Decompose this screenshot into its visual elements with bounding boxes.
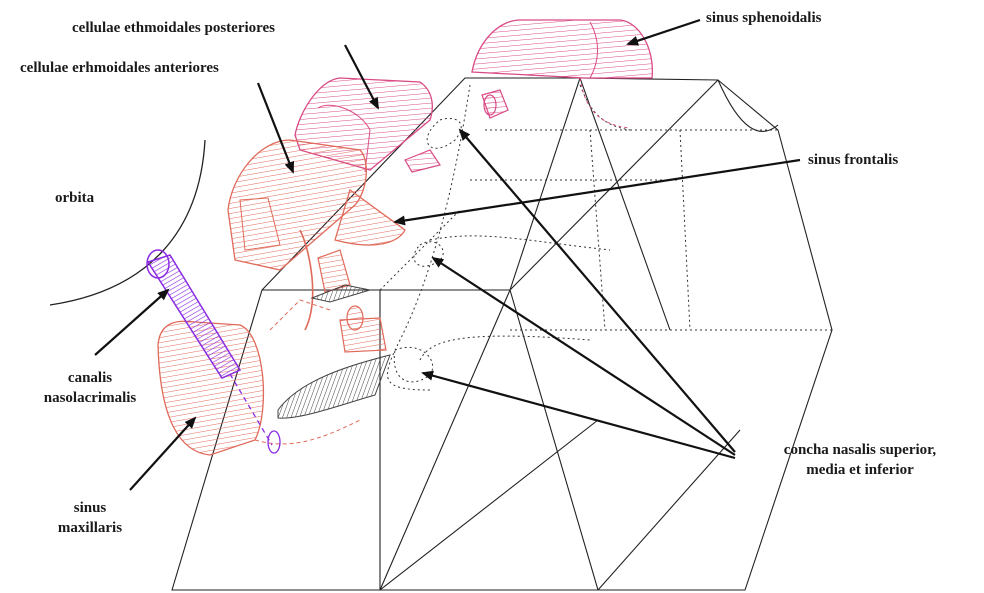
conchae-shapes bbox=[277, 284, 391, 419]
label-sinus-maxillaris: sinus maxillaris bbox=[30, 498, 150, 538]
arrow-concha-superior bbox=[458, 128, 736, 453]
hidden-lines bbox=[379, 84, 832, 391]
label-sinus-sphenoidalis: sinus sphenoidalis bbox=[706, 10, 822, 26]
arrow-canalis bbox=[94, 288, 170, 356]
sinus-maxillaris-shape bbox=[157, 299, 361, 456]
label-maxillaris-line2: maxillaris bbox=[57, 520, 123, 536]
label-canalis-line2: nasolacrimalis bbox=[43, 390, 137, 406]
label-concha-line1: concha nasalis superior, bbox=[783, 442, 937, 458]
canalis-nasolacrimalis-shape bbox=[146, 249, 281, 454]
arrow-ethmoid-posterior bbox=[344, 44, 379, 110]
label-orbita: orbita bbox=[55, 190, 95, 206]
label-ethmoid-posterior: cellulae ethmoidales posteriores bbox=[72, 20, 276, 36]
arrow-frontal bbox=[393, 158, 801, 226]
ostia bbox=[317, 89, 509, 353]
orbita-outline bbox=[49, 139, 206, 306]
label-canalis-line1: canalis bbox=[67, 370, 113, 386]
sinus-sphenoidalis-shape bbox=[471, 19, 654, 129]
label-concha-line2: media et inferior bbox=[806, 462, 914, 478]
label-sinus-frontalis: sinus frontalis bbox=[808, 152, 899, 168]
arrow-concha-inferior bbox=[421, 370, 736, 460]
arrow-maxillaris bbox=[129, 416, 197, 491]
label-maxillaris-line1: sinus bbox=[73, 500, 107, 516]
arrow-sphenoid bbox=[626, 18, 701, 46]
arrow-concha-media bbox=[431, 256, 736, 456]
leader-arrows bbox=[94, 18, 801, 491]
label-ethmoid-anterior: cellulae erhmoidales anteriores bbox=[20, 60, 219, 76]
arrow-ethmoid-anterior bbox=[256, 82, 295, 174]
sinus-frontalis-shape bbox=[299, 188, 406, 331]
label-concha-nasalis: concha nasalis superior, media et inferi… bbox=[740, 440, 980, 480]
label-canalis-nasolacrimalis: canalis nasolacrimalis bbox=[30, 368, 150, 408]
